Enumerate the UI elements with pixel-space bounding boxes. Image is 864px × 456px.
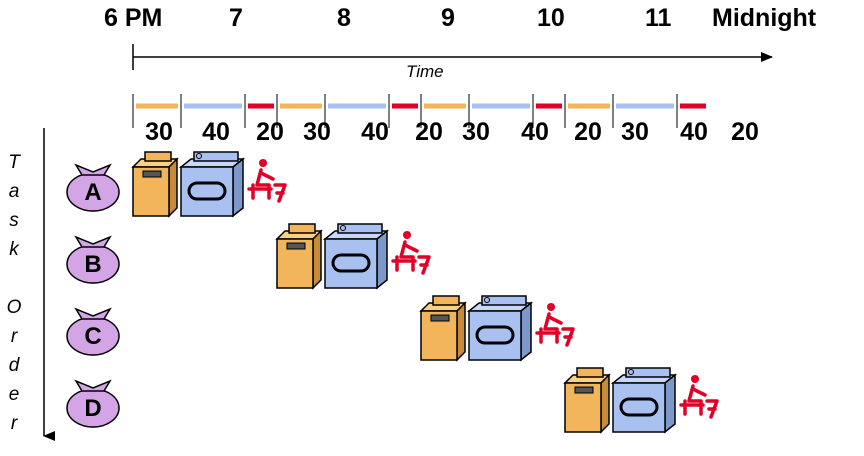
task-label: B bbox=[84, 251, 101, 278]
folding-person-icon bbox=[537, 303, 573, 345]
task-order-letter: d bbox=[5, 355, 23, 377]
task-order-letter: T bbox=[5, 152, 23, 174]
duration-label: 20 bbox=[720, 118, 770, 147]
dryer-icon bbox=[469, 296, 531, 360]
duration-label: 30 bbox=[134, 118, 184, 147]
task-order-letter: k bbox=[5, 239, 23, 261]
washer-icon bbox=[277, 224, 321, 288]
task-rows: A B C D bbox=[67, 152, 717, 432]
duration-label: 20 bbox=[245, 118, 295, 147]
hour-label-9: 9 bbox=[441, 4, 455, 33]
task-order-letter: e bbox=[5, 384, 23, 406]
hour-label-8: 8 bbox=[337, 4, 351, 33]
task-order-letter: s bbox=[5, 210, 23, 232]
washer-icon bbox=[421, 296, 465, 360]
duration-label: 40 bbox=[350, 118, 400, 147]
hour-label-midnight: Midnight bbox=[712, 4, 816, 33]
dryer-icon bbox=[181, 152, 243, 216]
duration-label: 20 bbox=[404, 118, 454, 147]
task-label: D bbox=[84, 395, 101, 422]
dryer-icon bbox=[613, 368, 675, 432]
task-row-a: A bbox=[67, 152, 285, 216]
duration-label: 40 bbox=[191, 118, 241, 147]
task-order-letter: a bbox=[5, 181, 23, 203]
washer-icon bbox=[565, 368, 609, 432]
task-label: A bbox=[84, 179, 101, 206]
task-row-c: C bbox=[67, 296, 573, 360]
task-row-d: D bbox=[67, 368, 717, 432]
folding-person-icon bbox=[249, 159, 285, 201]
hour-label-11: 11 bbox=[645, 4, 671, 33]
duration-label: 30 bbox=[451, 118, 501, 147]
duration-label: 30 bbox=[292, 118, 342, 147]
duration-label: 40 bbox=[669, 118, 719, 147]
hour-label-6pm: 6 PM bbox=[104, 4, 162, 33]
task-row-b: B bbox=[67, 224, 429, 288]
washer-icon bbox=[133, 152, 177, 216]
folding-person-icon bbox=[681, 375, 717, 417]
duration-label: 40 bbox=[510, 118, 560, 147]
dryer-icon bbox=[325, 224, 387, 288]
duration-label: 20 bbox=[563, 118, 613, 147]
folding-person-icon bbox=[393, 231, 429, 273]
task-order-letter: r bbox=[5, 326, 23, 348]
task-order-letter: O bbox=[5, 297, 23, 319]
duration-label: 30 bbox=[610, 118, 660, 147]
task-order-letter: r bbox=[5, 413, 23, 435]
task-label: C bbox=[84, 323, 101, 350]
time-axis-label: Time bbox=[406, 62, 444, 82]
hour-label-7: 7 bbox=[229, 4, 243, 33]
hour-label-10: 10 bbox=[537, 4, 565, 33]
